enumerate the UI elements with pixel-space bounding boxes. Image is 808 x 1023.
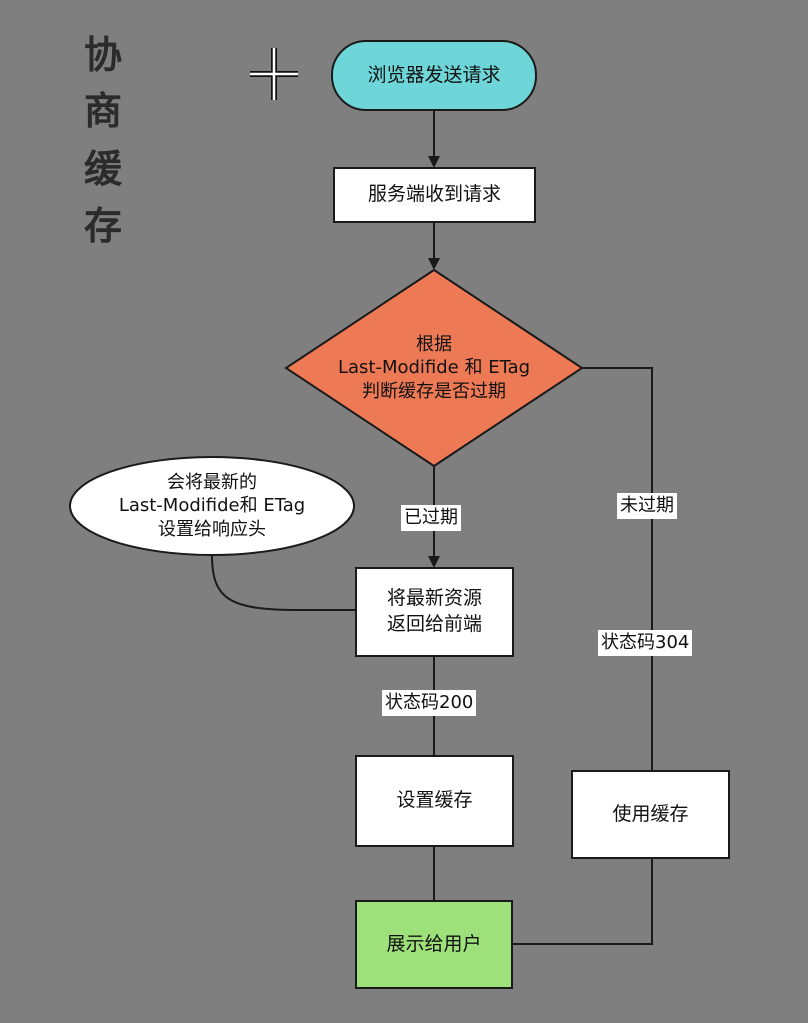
edge-label-not-expired: 未过期 <box>617 493 677 519</box>
server-node-shape <box>333 167 536 223</box>
title-char-4: 存 <box>83 204 122 248</box>
usecache-node-shape <box>571 770 730 859</box>
connector-usecache-to-show <box>512 858 653 945</box>
title-char-3: 缓 <box>83 147 122 191</box>
title-char-1: 协 <box>83 33 122 77</box>
edge-label-expired: 已过期 <box>401 505 461 531</box>
show-node-shape <box>355 900 513 989</box>
edge-label-status-200: 状态码200 <box>382 690 477 716</box>
title-char-2: 商 <box>83 89 122 133</box>
setcache-node-shape <box>355 755 514 847</box>
return-node-shape <box>355 567 514 657</box>
connector-decision-to-usecache <box>582 367 653 771</box>
connector-callout-to-return <box>211 554 356 611</box>
plus-icon <box>250 48 298 100</box>
start-node-shape <box>331 40 537 111</box>
decision-node-shape <box>284 268 584 468</box>
callout-ellipse-shape <box>69 456 355 556</box>
edge-label-status-304: 状态码304 <box>598 630 693 656</box>
